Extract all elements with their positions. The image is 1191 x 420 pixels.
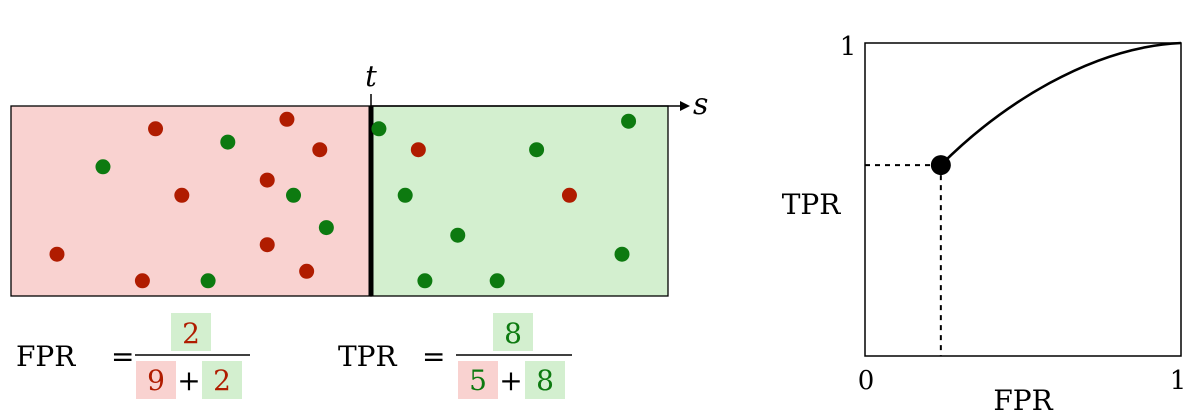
negative_side-green-point-8 xyxy=(286,187,302,203)
positive_side-green-point-3 xyxy=(529,142,545,158)
negative_side-red-point-7 xyxy=(174,187,190,203)
tpr-formula: TPR = 8 5 + 8 xyxy=(338,313,572,399)
negative_side-red-point-12 xyxy=(299,263,315,279)
negative_side-red-point-1 xyxy=(148,121,164,137)
fpr-denominator-a-box xyxy=(136,361,176,399)
positive_side-red-point-6 xyxy=(561,187,577,203)
roc-frame xyxy=(864,42,1182,357)
negative_side-red-point-11 xyxy=(49,246,65,262)
roc-operating-point xyxy=(930,155,951,176)
tpr-label: TPR xyxy=(338,340,398,373)
tpr-plus: + xyxy=(499,364,522,397)
fpr-denominator-b-box xyxy=(202,361,242,399)
positive_side-green-point-1 xyxy=(371,121,387,137)
fpr-formula: FPR = 2 9 + 2 xyxy=(16,313,250,399)
tpr-numerator-box xyxy=(493,313,533,351)
fpr-equals: = xyxy=(111,340,134,373)
negative_side-green-point-3 xyxy=(220,134,236,150)
roc-tick-y-1: 1 xyxy=(840,32,857,62)
fpr-numerator-box xyxy=(171,313,211,351)
positive_side-green-point-8 xyxy=(614,246,630,262)
negative_side-green-point-14 xyxy=(200,273,216,289)
negative_side-red-point-2 xyxy=(279,111,295,127)
positive_side-green-point-5 xyxy=(397,187,413,203)
points-layer xyxy=(49,111,637,289)
roc-tick-x-0: 0 xyxy=(858,366,875,396)
fpr-label: FPR xyxy=(16,340,76,373)
roc-curve xyxy=(939,41,1182,166)
negative_side-red-point-4 xyxy=(312,142,328,158)
negative_side-red-point-6 xyxy=(259,172,275,188)
negative_side-red-point-13 xyxy=(134,273,150,289)
score-label: s xyxy=(693,87,708,122)
roc-y-label: TPR xyxy=(782,188,842,221)
tpr-denominator-b: 8 xyxy=(536,364,554,397)
negative_side-green-point-9 xyxy=(318,220,334,236)
positive_side-green-point-10 xyxy=(489,273,505,289)
positive-region xyxy=(370,105,669,297)
negative_side-red-point-10 xyxy=(259,237,275,253)
tpr-equals: = xyxy=(422,340,445,373)
roc-plot: 1 0 1 TPR FPR xyxy=(782,32,1187,417)
negative-region xyxy=(10,105,372,297)
fpr-numerator: 2 xyxy=(182,317,200,350)
tpr-denominator-a: 5 xyxy=(469,364,487,397)
fpr-plus: + xyxy=(177,364,200,397)
threshold-label: t xyxy=(365,59,377,93)
fpr-denominator-b: 2 xyxy=(213,364,231,397)
positive_side-red-point-2 xyxy=(410,142,426,158)
tpr-numerator: 8 xyxy=(504,317,522,350)
roc-x-label: FPR xyxy=(993,384,1053,417)
tpr-denominator-b-box xyxy=(525,361,565,399)
fpr-denominator-a: 9 xyxy=(147,364,165,397)
roc-tick-x-1: 1 xyxy=(1170,366,1187,396)
positive_side-green-point-4 xyxy=(621,113,637,129)
positive_side-green-point-9 xyxy=(417,273,433,289)
positive_side-green-point-7 xyxy=(450,227,466,243)
tpr-denominator-a-box xyxy=(458,361,498,399)
score-panel: t s xyxy=(10,59,708,297)
negative_side-green-point-5 xyxy=(95,159,111,175)
